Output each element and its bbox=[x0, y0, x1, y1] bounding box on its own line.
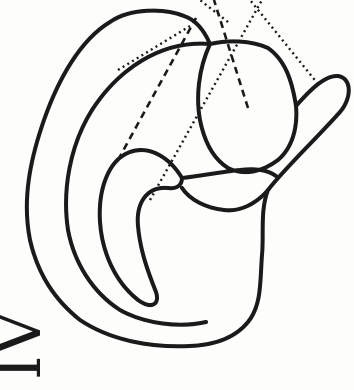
dashed-line-left bbox=[118, 18, 196, 160]
inner-cavity-outline bbox=[100, 150, 182, 305]
lower-bridge-outline bbox=[182, 188, 268, 210]
dotted-line-upper bbox=[118, 26, 190, 70]
connector-outline bbox=[182, 169, 276, 178]
dotted-line-right bbox=[250, 0, 318, 84]
inner-fold-outline bbox=[66, 44, 210, 325]
figure-label: IV bbox=[0, 310, 55, 380]
